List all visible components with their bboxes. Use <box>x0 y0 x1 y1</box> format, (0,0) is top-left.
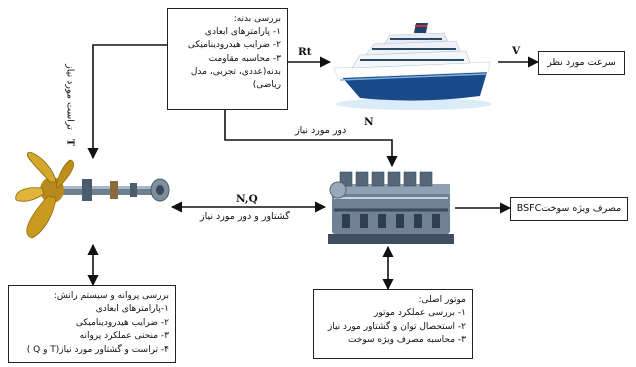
hull-line-1: بررسی بدنه: <box>233 14 281 24</box>
bsfc-box: مصرف ویژه سوختBSFC <box>510 197 628 221</box>
hull-line-6: ریاضی) <box>252 80 281 91</box>
propeller-line-3: ۲- ضرایب هیدرودینامیکی <box>75 317 169 328</box>
bsfc-label: مصرف ویژه سوختBSFC <box>516 203 622 214</box>
target-speed-box: سرعت مورد نظر <box>538 51 625 75</box>
hull-line-3: ۲- ضرایب هیدرودینامیکی <box>187 40 281 51</box>
propeller-line-1: بررسی پروانه و سیستم رانش: <box>53 291 169 301</box>
propeller-image <box>15 152 170 239</box>
engine-line-2: ۱- بررسی عملکرد موتور <box>373 308 466 319</box>
hull-analysis-box: بررسی بدنه: ۱- پارامترهای ابعادی ۲- ضرای… <box>167 8 288 110</box>
n-symbol-label: N <box>364 116 374 128</box>
propeller-line-2: ۱-پارامترهای ابعادی <box>95 304 169 315</box>
engine-line-1: موتور اصلی: <box>418 295 467 305</box>
t-arrow <box>87 44 167 160</box>
target-speed-label: سرعت مورد نظر <box>547 57 616 68</box>
hull-line-4: ۳- محاسبه مقاومت <box>208 53 281 64</box>
engine-line-4: ۳- محاسبه مصرف ویژه سوخت <box>347 335 466 346</box>
propeller-analysis-box: بررسی پروانه و سیستم رانش: ۱-پارامترهای … <box>8 285 176 363</box>
rt-label: Rt <box>298 46 312 58</box>
n-arrow <box>224 110 398 168</box>
t-symbol-label: T <box>64 138 76 146</box>
cruise-ship-image <box>333 23 492 110</box>
hull-line-2: ۱- پارامترهای ابعادی <box>204 27 281 38</box>
n-text-label: دور مورد نیاز <box>295 125 347 136</box>
engine-line-3: ۲- استحصال توان و گشتاور مورد نیاز <box>327 321 466 332</box>
nq-symbol-label: N,Q <box>236 193 258 205</box>
hull-line-5: بدنه(عددی، تجربی، مدل <box>190 66 281 77</box>
nq-text-label: گشتاور و دور مورد نیاز <box>200 211 290 222</box>
main-engine-box: موتور اصلی: ۱- بررسی عملکرد موتور ۲- است… <box>313 289 473 359</box>
t-text-label: تراست مورد نیاز <box>64 64 76 130</box>
v-label: V <box>512 45 521 57</box>
propeller-line-4: ۳- منحنی عملکرد پروانه <box>79 331 169 342</box>
propeller-line-5: ۴- تراست و گشتاور مورد نیاز(T و Q ) <box>26 344 169 355</box>
t-vertical-label: تراست مورد نیاز T <box>60 60 80 150</box>
engine-image <box>328 171 454 244</box>
